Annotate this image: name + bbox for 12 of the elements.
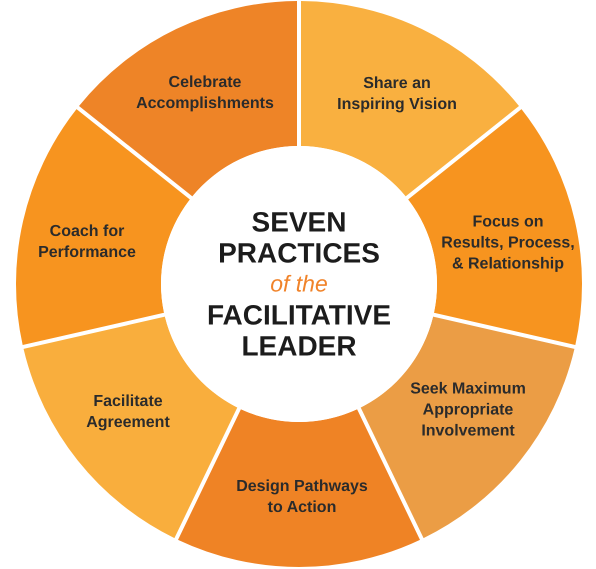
ring-segment bbox=[408, 109, 582, 346]
practice-label: Design Pathways to Action bbox=[235, 477, 369, 518]
practice-label: Celebrate Accomplishments bbox=[135, 73, 275, 114]
ring-segment bbox=[301, 1, 520, 197]
practice-label: Focus on Results, Process, & Relationship bbox=[440, 212, 576, 274]
practice-label: Share an Inspiring Vision bbox=[336, 74, 458, 115]
ring-segment bbox=[78, 1, 297, 197]
practice-label: Seek Maximum Appropriate Involvement bbox=[409, 380, 527, 442]
practice-label: Facilitate Agreement bbox=[85, 392, 171, 433]
ring-segment bbox=[178, 409, 420, 567]
practice-label: Coach for Performance bbox=[37, 222, 137, 263]
center-heading: SEVEN PRACTICES of the FACILITATIVE LEADER bbox=[206, 206, 392, 362]
